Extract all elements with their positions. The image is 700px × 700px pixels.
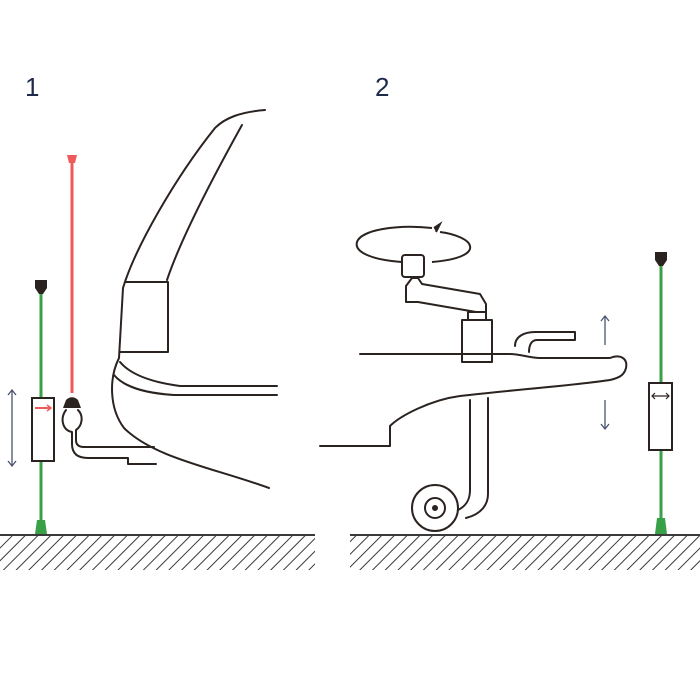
green-measuring-pole-2 <box>648 252 673 534</box>
panel-2-label: 2 <box>375 72 390 102</box>
rotation-arrow-icon <box>355 221 472 263</box>
jockey-wheel <box>411 484 459 532</box>
crank-handle <box>401 254 487 313</box>
up-arrow-icon <box>600 314 610 345</box>
tow-hitch <box>61 397 157 465</box>
down-arrow-icon <box>600 400 610 431</box>
trailer-drawbar <box>319 311 628 519</box>
panel-1-label: 1 <box>25 72 40 102</box>
green-measuring-pole-1 <box>31 280 55 534</box>
height-arrow-1 <box>7 388 17 468</box>
car-rear <box>111 109 278 489</box>
ground-2 <box>350 534 700 570</box>
red-measuring-pole <box>67 155 77 393</box>
ground-1 <box>0 534 315 570</box>
